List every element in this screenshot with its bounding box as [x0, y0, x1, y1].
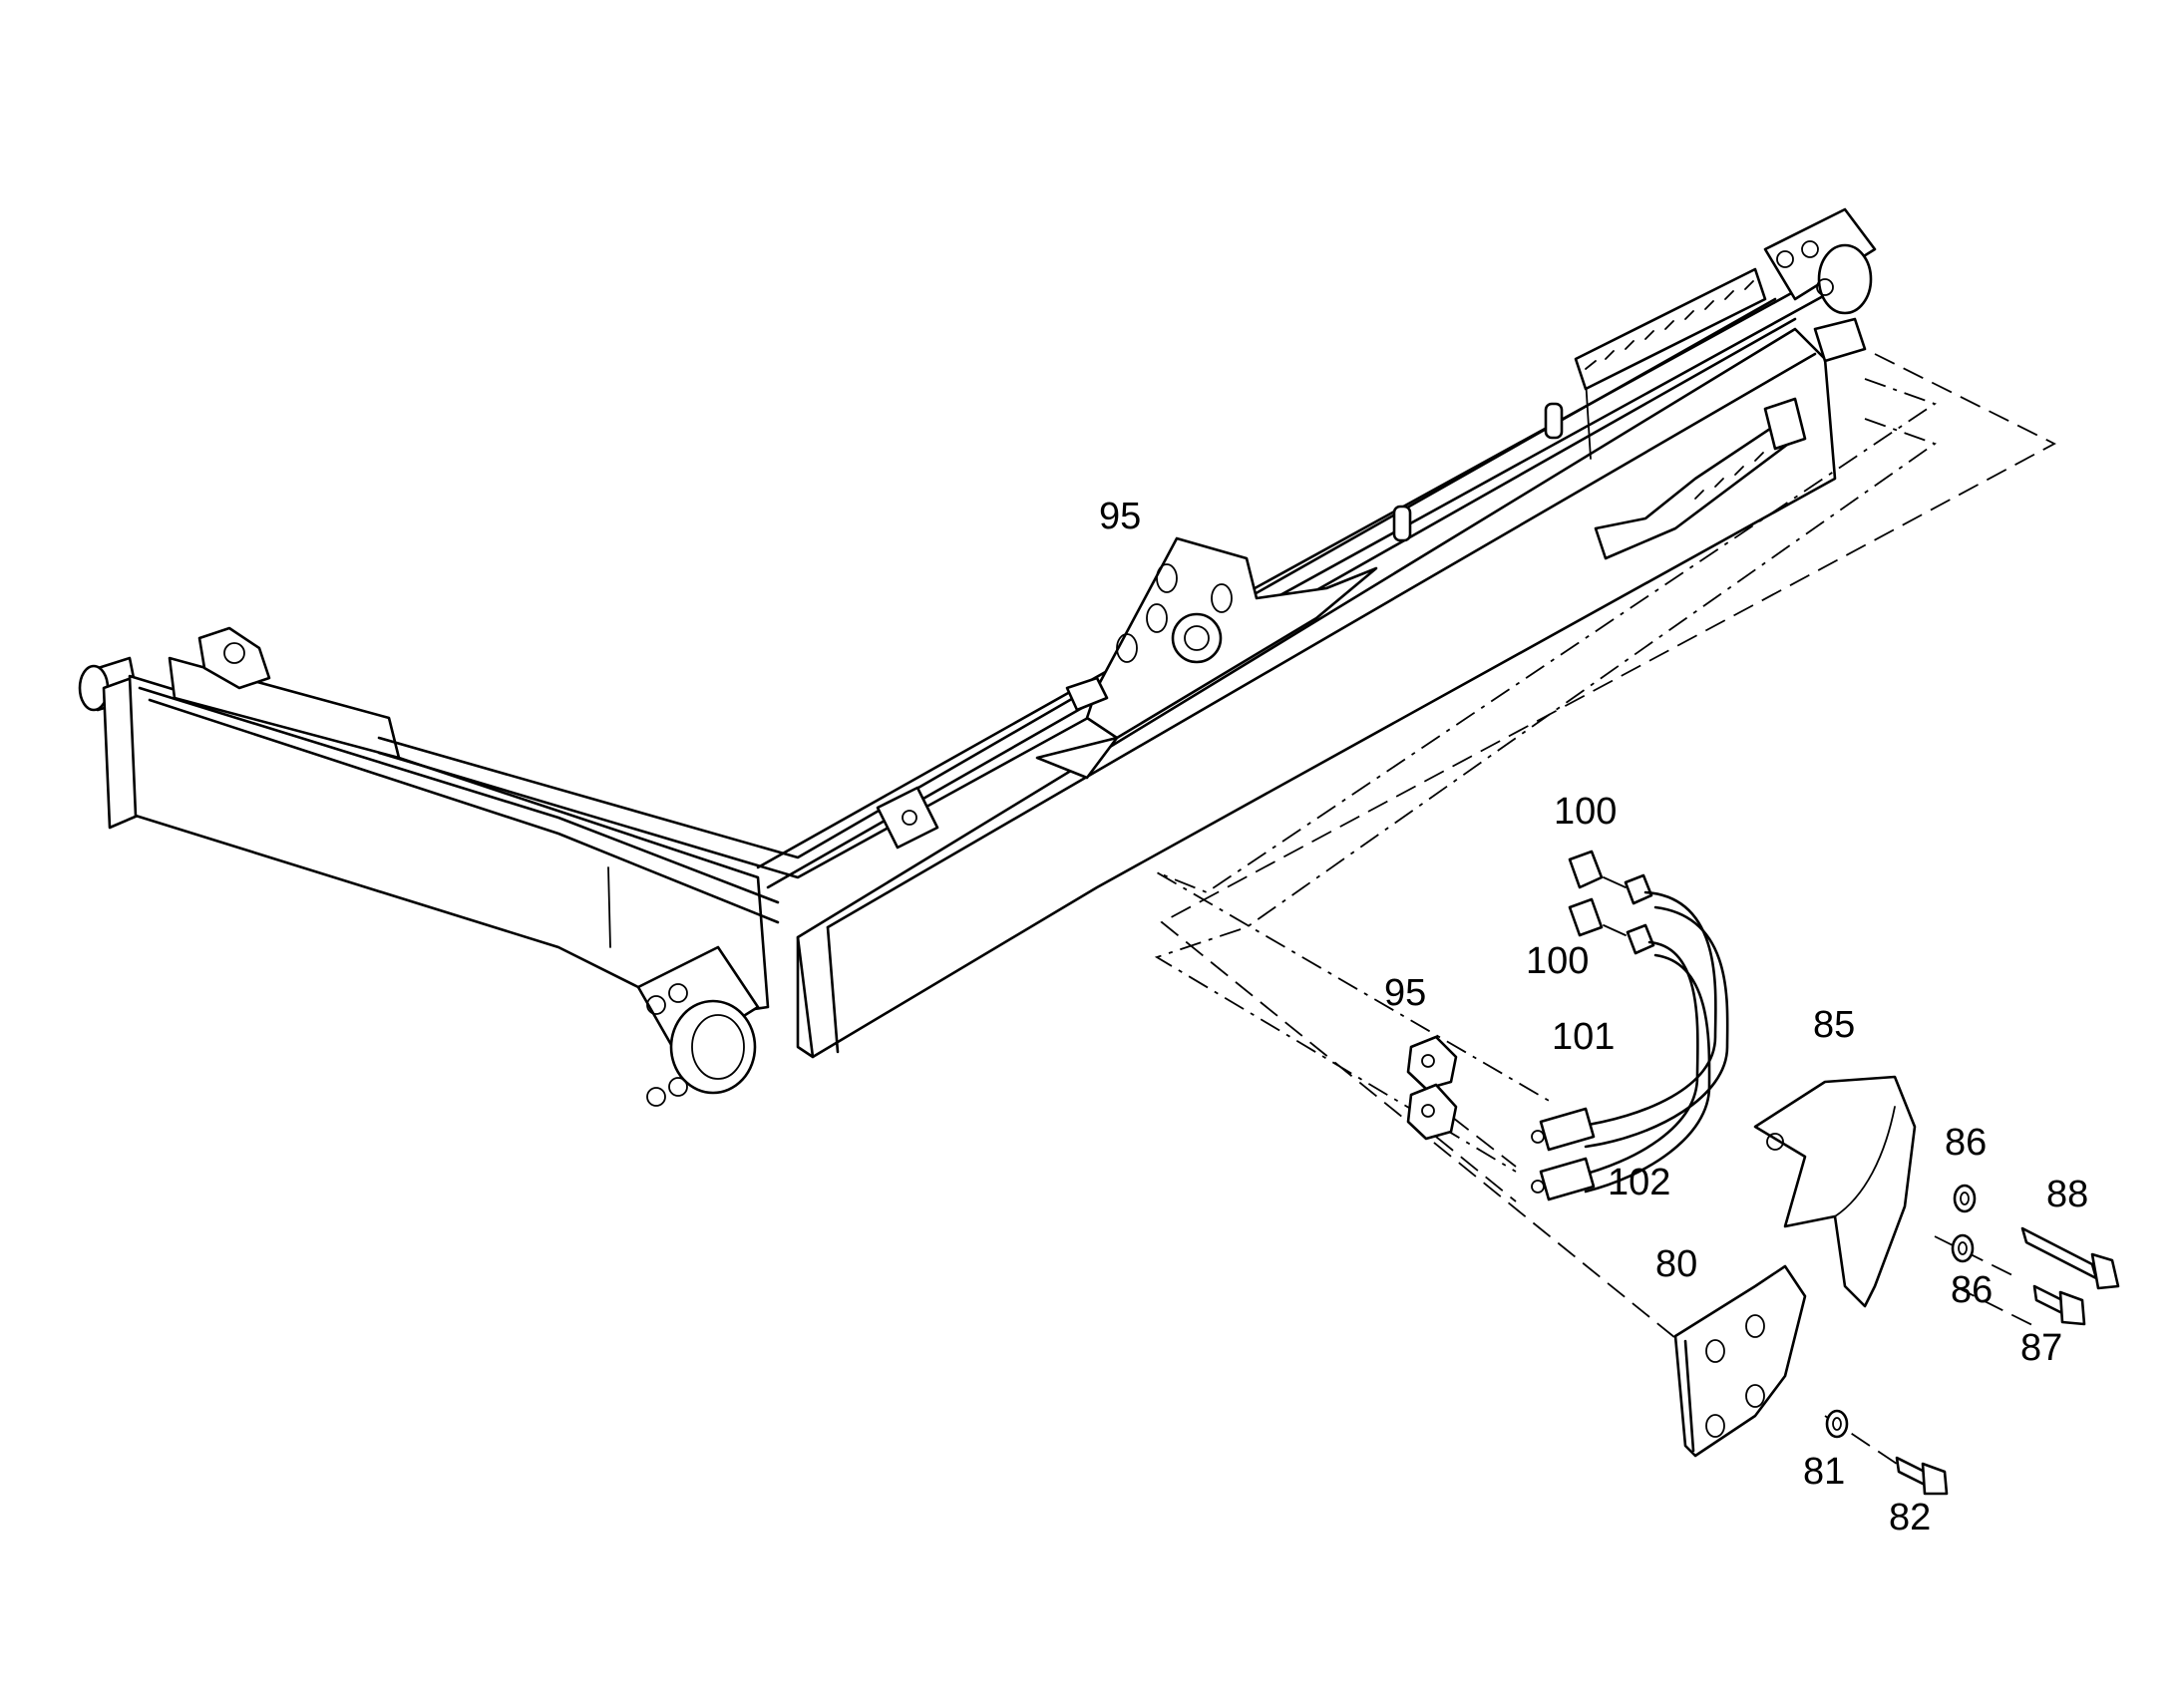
callout-95-lower: 95: [1384, 972, 1426, 1014]
callout-88: 88: [2046, 1174, 2088, 1215]
callout-100-lower: 100: [1526, 940, 1589, 982]
callout-86-lower: 86: [1951, 1269, 1993, 1311]
callout-87: 87: [2020, 1327, 2062, 1369]
callout-102: 102: [1608, 1162, 1670, 1203]
bracket-80: [1673, 1264, 1807, 1458]
callout-86-upper: 86: [1945, 1122, 1987, 1164]
callout-80: 80: [1655, 1243, 1697, 1285]
callout-81: 81: [1803, 1451, 1845, 1493]
callout-82: 82: [1889, 1497, 1931, 1538]
callout-101: 101: [1552, 1016, 1615, 1058]
callout-95-top: 95: [1099, 496, 1141, 537]
left-flange: [636, 945, 760, 1107]
callout-100-upper: 100: [1554, 791, 1617, 833]
boom-frame: [78, 267, 1847, 1059]
clamp-pair: [1406, 1035, 1458, 1141]
callout-labels: 95 100 100 95 101 85 86 88 102 86 80 87 …: [1099, 496, 2088, 1538]
hose-assembly: [1531, 850, 1729, 1201]
right-flange: [1763, 207, 1877, 363]
callout-85: 85: [1813, 1004, 1855, 1046]
guard-85: [1753, 1075, 1917, 1308]
fasteners: [1825, 1184, 2120, 1496]
